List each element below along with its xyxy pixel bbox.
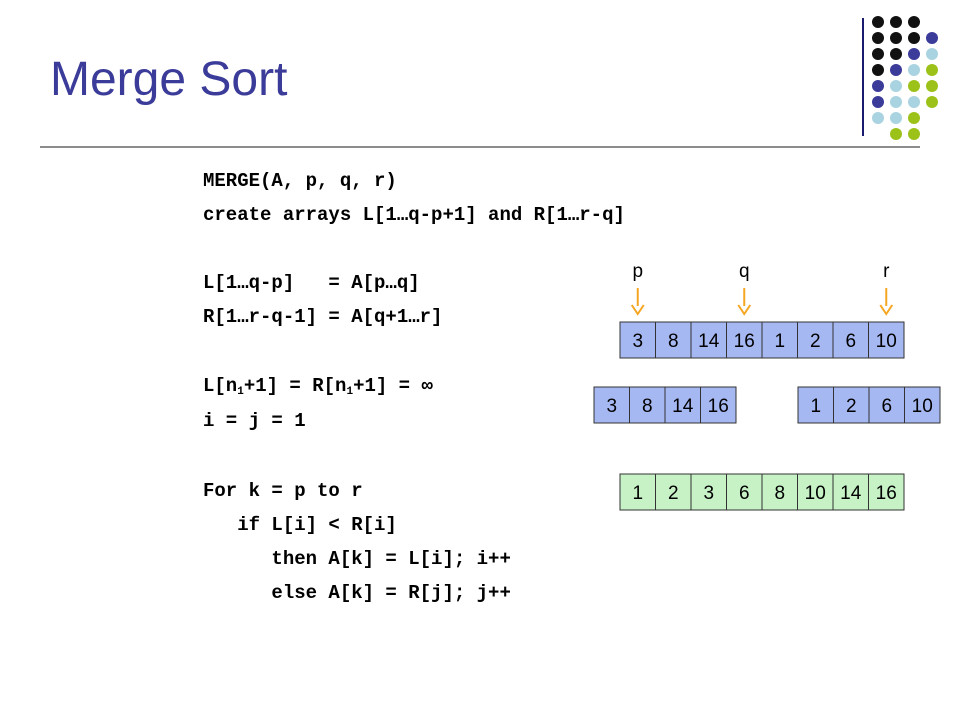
array-merged-cell-value: 1 [632, 483, 643, 504]
array-a-cell [868, 321, 905, 359]
code-line-copy-right: R[1…r-q-1] = A[q+1…r] [203, 306, 443, 328]
code-line-else: else A[k] = R[j]; j++ [203, 582, 511, 604]
array-merged-cell [655, 473, 692, 511]
code-fragment: L[n [203, 375, 238, 397]
decor-dot [908, 16, 920, 28]
array-a-cell [690, 321, 727, 359]
code-subscript: 1 [237, 386, 244, 398]
code-line-for-loop: For k = p to r [203, 480, 363, 502]
code-fragment: +1] = R[n [243, 375, 347, 397]
decor-dot [872, 48, 884, 60]
array-merged-cell [868, 473, 905, 511]
array-a-cell [655, 321, 692, 359]
code-line-if: if L[i] < R[i] [203, 514, 397, 536]
array-merged-cell-value: 2 [668, 483, 679, 504]
pointer-r-label: r [883, 261, 890, 282]
decor-dot [908, 32, 920, 44]
pointer-q-arrow-head [737, 304, 752, 316]
array-a-cell-value: 2 [810, 331, 821, 352]
array-merged-cell-value: 6 [739, 483, 750, 504]
array-a-cell-value: 1 [774, 331, 785, 352]
decor-dot [872, 64, 884, 76]
decor-dot [908, 48, 920, 60]
array-l-cell [700, 386, 737, 424]
array-l-cell-value: 3 [606, 396, 617, 417]
decor-dot [872, 96, 884, 108]
array-a-cell-value: 6 [845, 331, 856, 352]
decor-vertical-rule [862, 18, 864, 136]
array-a-cell [619, 321, 656, 359]
array-a-cell-value: 10 [876, 331, 897, 352]
array-merged-cell [619, 473, 656, 511]
decor-dot [926, 32, 938, 44]
decor-dot [926, 96, 938, 108]
array-merged-cell-value: 3 [703, 483, 714, 504]
array-l-cell-value: 8 [642, 396, 653, 417]
decor-dot [908, 80, 920, 92]
code-line-sentinels: L[n1+1] = R[n1+1] = ∞ [203, 373, 433, 399]
array-merged-cell-value: 14 [840, 483, 862, 504]
code-fragment: +1] = ∞ [353, 375, 433, 397]
code-line-then: then A[k] = L[i]; i++ [203, 548, 511, 570]
decor-dot [872, 16, 884, 28]
decor-dot [890, 48, 902, 60]
array-merged-cell-value: 8 [774, 483, 785, 504]
array-a-cell [761, 321, 798, 359]
decor-dot [890, 96, 902, 108]
array-r-cell-value: 10 [912, 396, 933, 417]
array-a-cell-value: 8 [668, 331, 679, 352]
array-a-cell-value: 16 [734, 331, 755, 352]
pointer-q-label: q [739, 261, 750, 282]
array-r-cell [904, 386, 941, 424]
decor-dot [890, 16, 902, 28]
decor-dot [908, 64, 920, 76]
array-r-cell-value: 2 [846, 396, 857, 417]
decor-dot [890, 64, 902, 76]
decor-dot [872, 80, 884, 92]
code-line-init-indices: i = j = 1 [203, 410, 306, 432]
array-merged-cell-value: 16 [876, 483, 897, 504]
decor-dot-grid [872, 16, 960, 146]
array-r-cell [833, 386, 870, 424]
array-l-cell [629, 386, 666, 424]
array-a-cell [797, 321, 834, 359]
array-merged-cell [726, 473, 763, 511]
code-line-copy-left: L[1…q-p] = A[p…q] [203, 272, 420, 294]
array-r-cell [797, 386, 834, 424]
pointer-r-arrow-head [879, 304, 894, 316]
array-a-cell-value: 3 [632, 331, 643, 352]
code-line-signature: MERGE(A, p, q, r) [203, 170, 397, 192]
array-l-cell [593, 386, 630, 424]
array-l-cell-value: 16 [708, 396, 729, 417]
array-l-cell-value: 14 [672, 396, 694, 417]
array-merged-cell [690, 473, 727, 511]
code-line-create-arrays: create arrays L[1…q-p+1] and R[1…r-q] [203, 204, 625, 226]
array-r-cell-value: 6 [881, 396, 892, 417]
decor-dot [872, 32, 884, 44]
slide-title: Merge Sort [50, 53, 288, 106]
decor-dot [908, 112, 920, 124]
code-subscript: 1 [346, 386, 354, 398]
array-a-cell [832, 321, 869, 359]
decor-dot [890, 32, 902, 44]
decor-dot [890, 128, 902, 140]
decor-dot [890, 112, 902, 124]
decor-dot [872, 112, 884, 124]
array-a-cell-value: 14 [698, 331, 720, 352]
decor-dot [908, 96, 920, 108]
decor-dot [890, 80, 902, 92]
decor-dot [908, 128, 920, 140]
decor-dot [926, 48, 938, 60]
pointer-p-label: p [632, 261, 643, 282]
array-merged-cell [797, 473, 834, 511]
title-underline [40, 146, 920, 148]
decor-dot [926, 80, 938, 92]
pointer-p-arrow-head [630, 304, 645, 316]
decor-dot [926, 64, 938, 76]
array-merged-cell-value: 10 [805, 483, 826, 504]
array-r-cell-value: 1 [810, 396, 821, 417]
array-l-cell [664, 386, 701, 424]
